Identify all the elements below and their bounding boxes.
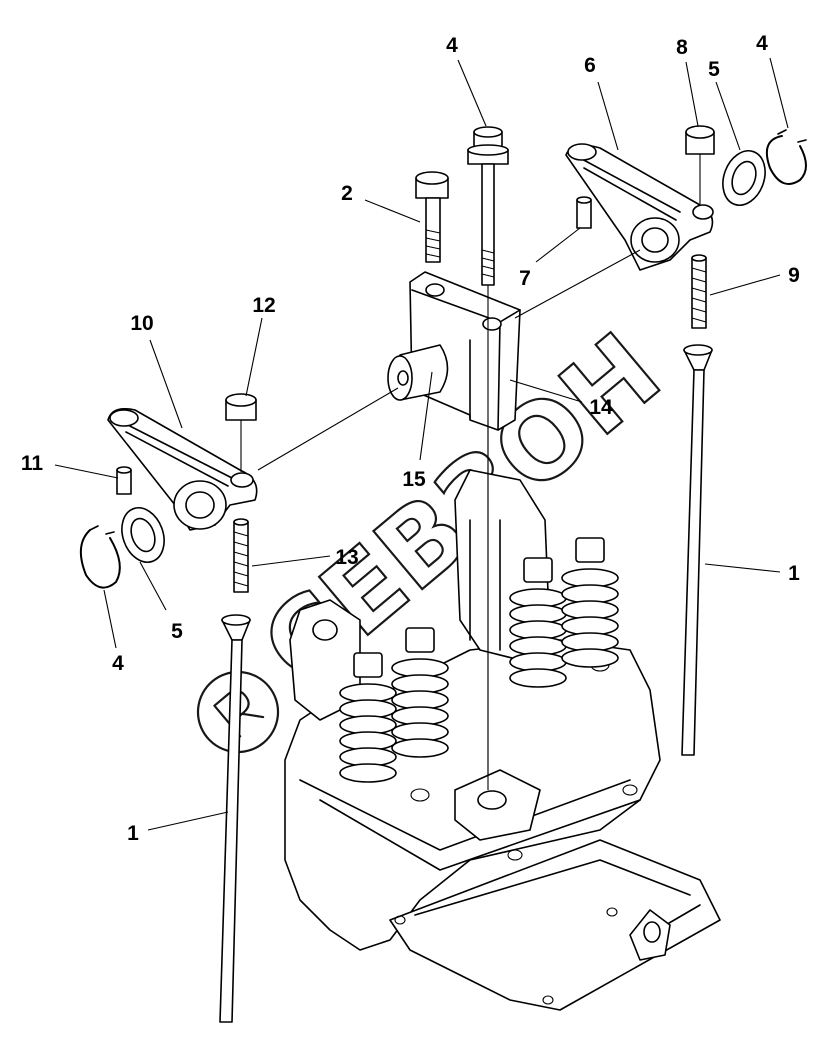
rocker-shaft — [387, 344, 449, 401]
nut-right — [685, 125, 715, 204]
valve-springs — [339, 537, 619, 783]
push-rod-right — [681, 344, 713, 756]
push-rod-left — [219, 614, 251, 1023]
dowel-pin — [576, 196, 592, 229]
callout-13: 13 — [335, 546, 358, 569]
callout-11: 11 — [21, 452, 44, 475]
callout-6: 6 — [584, 54, 596, 77]
nut-left — [225, 393, 257, 472]
valve-spring — [561, 537, 619, 668]
callout-1-right: 1 — [788, 562, 800, 585]
callout-4-left: 4 — [112, 652, 124, 675]
callout-4-right: 4 — [756, 32, 768, 55]
callout-10: 10 — [130, 312, 153, 335]
callout-12: 12 — [252, 294, 275, 317]
adjusting-screw-right — [691, 254, 707, 329]
callouts: 4 2 6 8 5 4 7 9 14 15 10 12 11 13 5 4 1 … — [21, 32, 800, 845]
valve-spring — [391, 627, 449, 758]
callout-3: 4 — [446, 34, 458, 57]
adjusting-screw-left — [233, 518, 249, 593]
callout-15: 15 — [402, 468, 426, 491]
washer-left — [121, 507, 165, 563]
dowel-pin-left — [116, 466, 132, 495]
rocker-arm-left — [107, 407, 258, 531]
callout-7: 7 — [519, 267, 531, 290]
callout-1-left: 1 — [127, 822, 139, 845]
callout-14: 14 — [589, 396, 613, 419]
snap-ring-right — [766, 129, 807, 185]
snap-ring-left — [79, 525, 121, 589]
valve-spring — [339, 652, 397, 783]
callout-5-right: 5 — [708, 58, 720, 81]
callout-9: 9 — [788, 264, 800, 287]
washer-right — [722, 150, 766, 206]
callout-2: 2 — [341, 182, 353, 205]
leader-lines — [54, 57, 789, 831]
bolt-short — [415, 171, 449, 263]
assembly-lines — [257, 249, 641, 790]
rocker-arm-right — [565, 143, 714, 271]
callout-8: 8 — [676, 36, 688, 59]
registered-trademark-icon — [196, 670, 280, 754]
callout-5-left: 5 — [171, 620, 183, 643]
